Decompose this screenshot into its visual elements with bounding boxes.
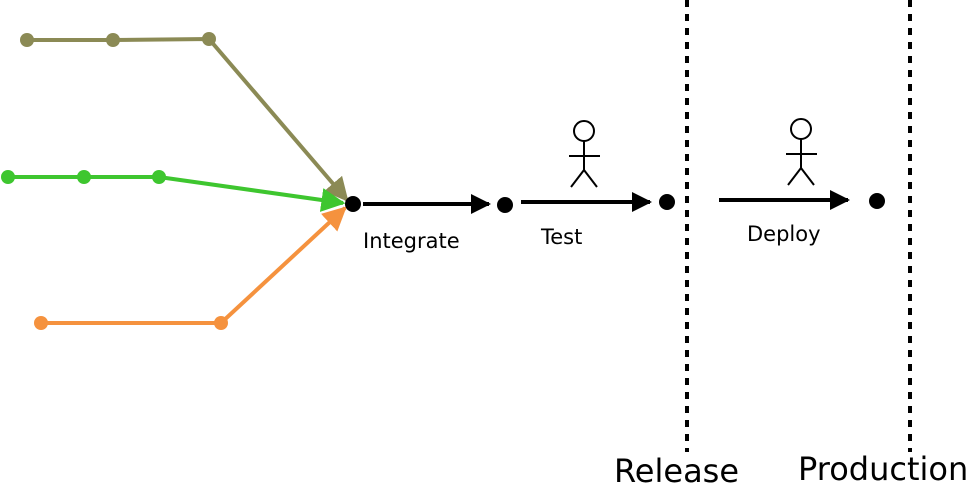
branch-green-commit-2	[77, 170, 91, 184]
branch-green	[1, 170, 346, 212]
branch-orange-commit-2	[214, 316, 228, 330]
integrate-label: Integrate	[363, 229, 460, 253]
deploy-step: Deploy	[719, 118, 850, 246]
branch-olive-commit-1	[20, 33, 34, 47]
branch-orange-line	[41, 206, 347, 325]
deployed-node	[869, 193, 885, 209]
branch-orange-commit-1	[34, 316, 48, 330]
branch-green-commit-1	[1, 170, 15, 184]
branch-olive-commit-2	[106, 33, 120, 47]
branch-green-commit-3	[152, 170, 166, 184]
integration-node	[345, 196, 361, 212]
branch-green-line	[8, 175, 346, 212]
branch-olive	[20, 32, 349, 202]
branch-orange	[34, 206, 347, 330]
test-label: Test	[540, 225, 582, 249]
test-step: Test	[521, 120, 652, 249]
branch-olive-commit-3	[202, 32, 216, 46]
branch-olive-line	[27, 36, 349, 202]
integrated-node	[497, 197, 513, 213]
release-label: Release	[614, 452, 739, 485]
deploy-person-icon	[786, 118, 817, 186]
deploy-label: Deploy	[747, 222, 821, 246]
tested-node	[659, 194, 675, 210]
test-person-icon	[569, 120, 600, 188]
integrate-step: Integrate	[363, 194, 491, 253]
production-label: Production	[798, 450, 968, 485]
